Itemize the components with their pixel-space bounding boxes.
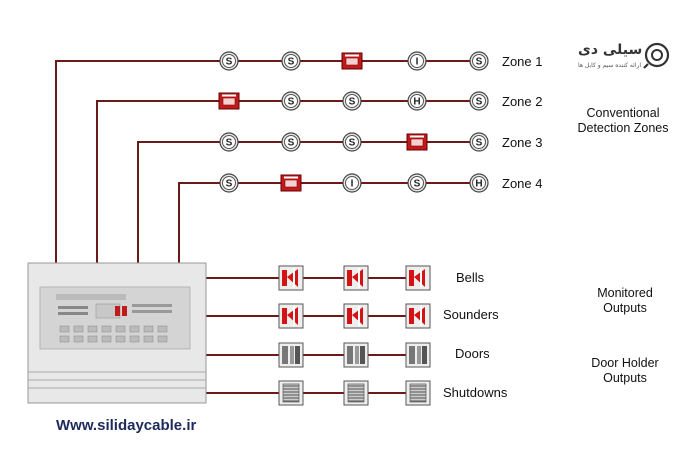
- svg-text:H: H: [413, 97, 420, 108]
- sounder-device-1: [278, 303, 304, 329]
- zone-label-2: Zone 2: [502, 94, 543, 109]
- door-holder-outputs-label: Door Holder Outputs: [591, 356, 659, 385]
- zone-4-detector-5: H: [469, 173, 489, 193]
- door-device-3: [405, 342, 431, 368]
- svg-text:S: S: [226, 179, 233, 190]
- svg-text:S: S: [288, 57, 295, 68]
- zone-1-detector-4: I: [407, 51, 427, 71]
- svg-text:S: S: [288, 138, 295, 149]
- door-device-1: [278, 342, 304, 368]
- zone-3-wire: [137, 141, 479, 263]
- zone-4-detector-3: I: [342, 173, 362, 193]
- output-label-doors: Doors: [455, 346, 490, 361]
- svg-text:S: S: [226, 57, 233, 68]
- sounder-device-3: [405, 303, 431, 329]
- zone-3-detector-2: S: [281, 132, 301, 152]
- brand-logo: سیلی دی ارائه کننده سیم و کابل ها: [578, 40, 674, 74]
- zone-label-4: Zone 4: [502, 176, 543, 191]
- svg-text:I: I: [416, 57, 419, 68]
- logo-text: سیلی دی: [578, 42, 643, 58]
- output-label-shutdowns: Shutdowns: [443, 385, 508, 400]
- logo-icon: [643, 42, 670, 69]
- wires: [55, 60, 479, 394]
- zone-4-detector-1: S: [219, 173, 239, 193]
- zone-3-call-point-4: [406, 133, 428, 151]
- zone-4-call-point-2: [280, 174, 302, 192]
- bell-device-1: [278, 265, 304, 291]
- svg-text:S: S: [226, 138, 233, 149]
- zone-1-detector-2: S: [281, 51, 301, 71]
- zone-3-detector-3: S: [342, 132, 362, 152]
- svg-text:S: S: [288, 97, 295, 108]
- svg-text:S: S: [476, 57, 483, 68]
- output-label-sounders: Sounders: [443, 307, 499, 322]
- svg-text:S: S: [349, 97, 356, 108]
- zone-1-call-point-3: [341, 52, 363, 70]
- zone-label-1: Zone 1: [502, 54, 543, 69]
- zone-1-detector-1: S: [219, 51, 239, 71]
- svg-text:S: S: [349, 138, 356, 149]
- zone-4-wire: [178, 182, 479, 263]
- shutdown-device-1: [278, 380, 304, 406]
- devices: S S I S S S H S S S S S S I S H: [218, 51, 489, 406]
- zone-2-call-point-1: [218, 92, 240, 110]
- bell-device-3: [405, 265, 431, 291]
- svg-text:I: I: [351, 179, 354, 190]
- zone-2-detector-5: S: [469, 91, 489, 111]
- shutdown-device-2: [343, 380, 369, 406]
- monitored-outputs-label: Monitored Outputs: [597, 286, 653, 315]
- sounder-device-2: [343, 303, 369, 329]
- zone-4-detector-4: S: [407, 173, 427, 193]
- website-link[interactable]: Www.silidaycable.ir: [56, 417, 197, 434]
- zone-2-detector-4: H: [407, 91, 427, 111]
- svg-text:H: H: [475, 179, 482, 190]
- zone-1-wire: [55, 60, 479, 263]
- zone-label-3: Zone 3: [502, 135, 543, 150]
- zone-1-detector-5: S: [469, 51, 489, 71]
- bell-device-2: [343, 265, 369, 291]
- svg-text:S: S: [414, 179, 421, 190]
- zone-3-detector-1: S: [219, 132, 239, 152]
- zone-2-detector-3: S: [342, 91, 362, 111]
- zone-3-detector-5: S: [469, 132, 489, 152]
- conventional-zones-label: Conventional Detection Zones: [577, 106, 669, 135]
- zone-2-detector-2: S: [281, 91, 301, 111]
- logo-subtext: ارائه کننده سیم و کابل ها: [578, 62, 642, 69]
- output-label-bells: Bells: [456, 270, 485, 285]
- control-panel: [27, 262, 207, 404]
- svg-text:S: S: [476, 138, 483, 149]
- svg-text:S: S: [476, 97, 483, 108]
- shutdown-device-3: [405, 380, 431, 406]
- door-device-2: [343, 342, 369, 368]
